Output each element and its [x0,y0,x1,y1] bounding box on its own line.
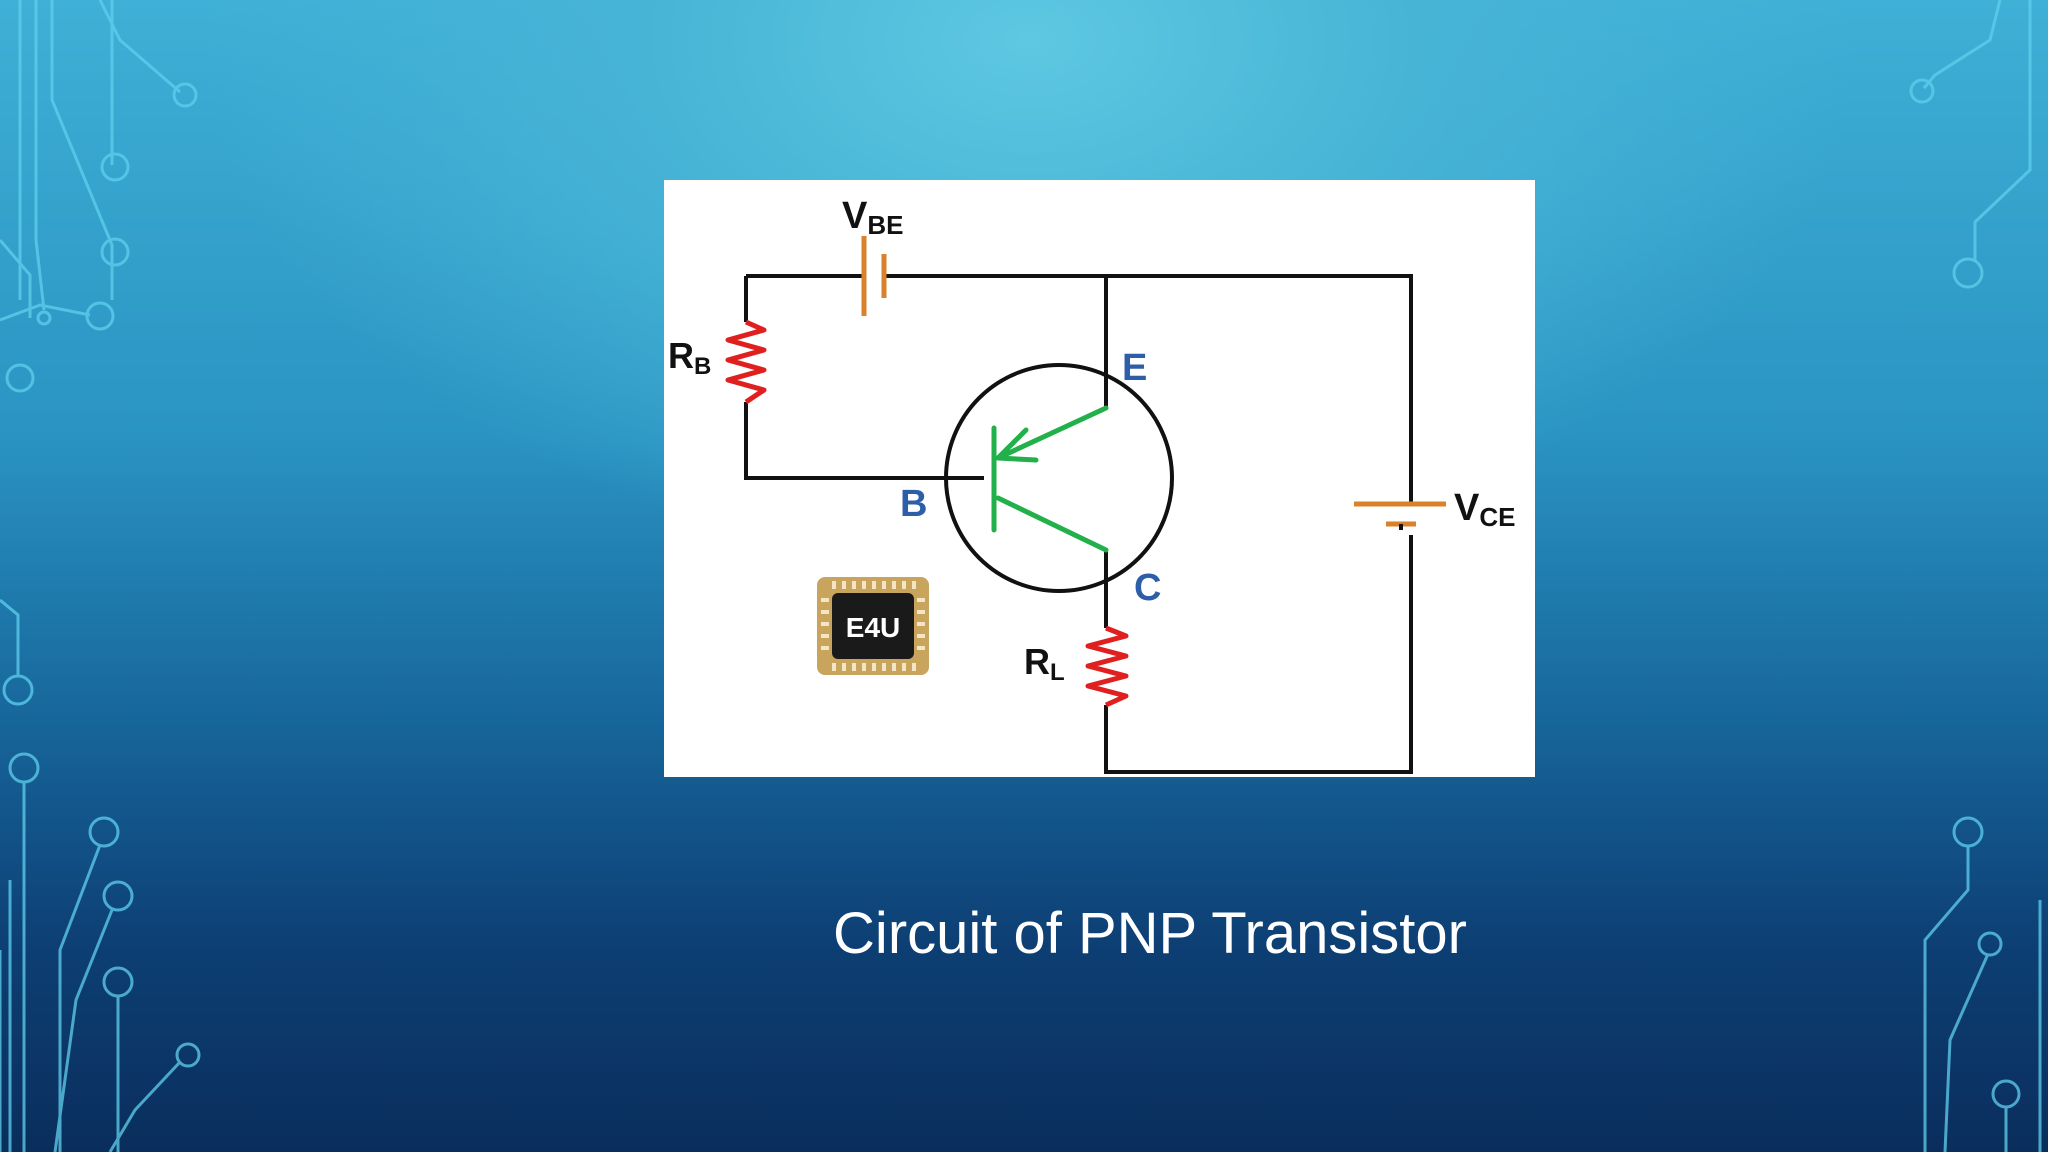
battery-vce [1354,501,1446,527]
label-rl: RL [1024,641,1065,686]
transistor-pnp-symbol [991,405,1109,553]
label-base: B [900,483,927,525]
label-vce: VCE [1454,487,1515,532]
label-rb: RB [668,335,711,380]
slide-caption: Circuit of PNP Transistor [833,901,1467,966]
label-collector: C [1134,567,1161,609]
transistor-envelope [944,363,1174,593]
battery-vbe [861,236,887,316]
resistor-rb [725,319,767,405]
pnp-circuit-diagram: VBE RB E B C RL VCE E4U [668,195,1515,774]
resistor-rl [1085,625,1129,708]
label-vbe: VBE [842,195,903,240]
e4u-logo-text: E4U [846,612,900,643]
e4u-chip-logo: E4U [817,577,929,675]
circuit-wires [744,274,1413,774]
label-emitter: E [1122,347,1147,389]
pnp-circuit-figure: VBE RB E B C RL VCE E4U [664,180,1535,777]
